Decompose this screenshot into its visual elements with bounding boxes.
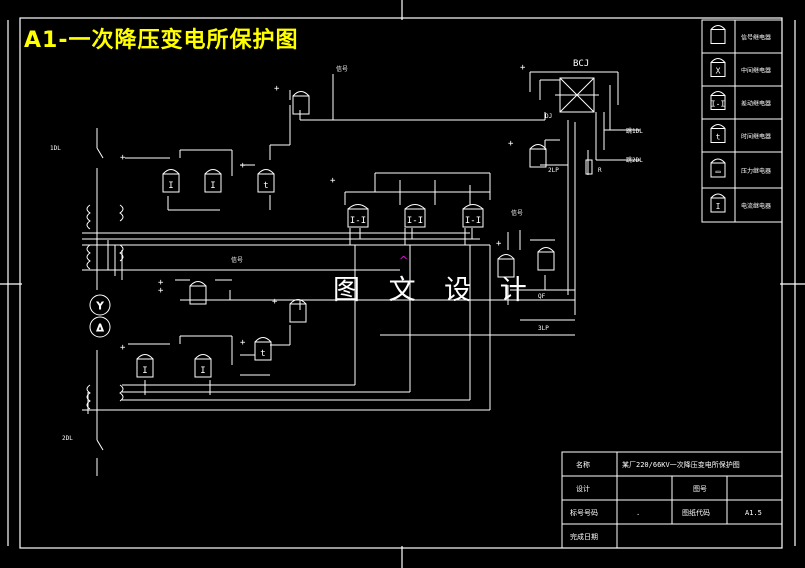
label-2lp: 2LP	[548, 167, 559, 174]
cursor-marker: ^	[399, 254, 408, 267]
tb-name-label: 名称	[576, 460, 590, 469]
tb-drawing-label: 标号号码	[570, 508, 598, 517]
label-trip-1dl: 跳1DL	[626, 127, 643, 135]
relay-symbol: I	[204, 169, 222, 193]
svg-text:I-I: I-I	[711, 100, 726, 109]
plus-upper-mid: +	[240, 161, 246, 171]
svg-text:I-I: I-I	[350, 216, 366, 226]
plus-lower-mid: +	[240, 338, 246, 348]
plus-upper-left: +	[120, 153, 126, 163]
label-3lp: 3LP	[538, 325, 549, 332]
svg-text:t: t	[260, 349, 265, 359]
tb-name-value: 某厂220/66KV一次降压变电所保护图	[622, 460, 740, 469]
relay-symbol: I	[194, 354, 212, 378]
relay-symbol	[537, 247, 555, 271]
relay-symbol: I-I	[462, 204, 484, 228]
svg-text:I: I	[168, 181, 173, 191]
tb-drawing-value: .	[636, 509, 640, 517]
legend-label: 信号继电器	[741, 34, 771, 42]
pressure-relay-icon: ▭	[710, 158, 726, 178]
label-qf: QF	[538, 293, 546, 300]
watermark: 图 文 设 计	[333, 275, 537, 306]
plus-pressure-2: +	[158, 286, 164, 296]
plus-diff: +	[330, 176, 336, 186]
relay-symbol	[189, 281, 207, 305]
svg-text:t: t	[263, 181, 268, 191]
svg-text:X: X	[716, 67, 721, 76]
label-2dl: 2DL	[62, 435, 73, 442]
legend-table	[701, 19, 783, 223]
drawing-title: A1-一次降压变电所保护图	[24, 28, 299, 53]
title-block	[561, 451, 783, 549]
time-relay-icon: t	[710, 124, 726, 143]
label-signal-top: 信号	[336, 65, 348, 73]
legend-label: 压力继电器	[741, 167, 771, 175]
plus-pressure: +	[158, 278, 164, 288]
current-relay-icon: I	[710, 193, 726, 213]
legend-label: 差动继电器	[741, 100, 771, 108]
tb-sheet-label: 图号	[693, 485, 707, 493]
label-1dl: 1DL	[50, 145, 61, 152]
relay-symbol: t	[254, 337, 272, 361]
relay-symbol: I	[162, 169, 180, 193]
label-trip-2dl: 跳2DL	[626, 156, 643, 164]
svg-text:I: I	[716, 202, 721, 211]
svg-text:I-I: I-I	[465, 216, 481, 226]
differential-relay-icon: I-I	[710, 91, 726, 110]
transformer-winding-symbol: Y	[96, 301, 104, 312]
label-dj: DJ	[545, 113, 552, 120]
schematic-labels: BCJ 信号 信号 信号 1DL 2DL 跳1DL 跳2DL QF DJ R 2…	[50, 59, 643, 442]
lock-relay-icon	[710, 25, 726, 44]
relay-symbol	[529, 144, 547, 168]
wiring	[82, 71, 640, 476]
relay-symbol: I-I	[404, 204, 426, 228]
legend-icons: X I-I t ▭ I	[710, 25, 726, 213]
plus-top: +	[274, 84, 280, 94]
relay-symbol: t	[257, 169, 275, 193]
svg-text:I: I	[142, 366, 147, 376]
legend-label: 中间继电器	[741, 67, 771, 75]
plus-lower-left: +	[120, 343, 126, 353]
svg-text:t: t	[716, 133, 721, 142]
plus-right: +	[508, 139, 514, 149]
transformer-winding-symbol: Δ	[97, 323, 104, 334]
svg-text:▭: ▭	[716, 167, 721, 176]
tb-date-label: 完成日期	[570, 532, 598, 541]
relay-symbol	[497, 254, 515, 278]
tb-code-label: 图纸代码	[682, 508, 710, 517]
plus-right-lower: +	[496, 239, 502, 249]
relay-symbol: I-I	[347, 204, 369, 228]
plus-lower-signal: +	[272, 297, 278, 307]
title-block-text: 名称 某厂220/66KV一次降压变电所保护图 设计 图号 标号号码 . 图纸代…	[570, 460, 762, 541]
svg-text:I: I	[200, 366, 205, 376]
label-signal-mid: 信号	[511, 209, 523, 217]
relay-symbol	[292, 91, 310, 115]
tb-code-value: A1.5	[745, 509, 762, 517]
relay-symbol: I	[136, 354, 154, 378]
legend-label: 电流继电器	[741, 202, 771, 210]
label-r: R	[598, 167, 602, 174]
label-bcj: BCJ	[573, 59, 589, 69]
plus-bcj: +	[520, 63, 526, 73]
tb-design-label: 设计	[576, 484, 590, 493]
svg-text:I-I: I-I	[407, 216, 423, 226]
inner-border	[19, 17, 783, 549]
relay-symbol	[289, 299, 307, 323]
svg-text:I: I	[210, 181, 215, 191]
label-signal-left: 信号	[231, 256, 243, 264]
legend-label: 时间继电器	[741, 133, 771, 141]
intermediate-relay-icon: X	[710, 58, 726, 77]
